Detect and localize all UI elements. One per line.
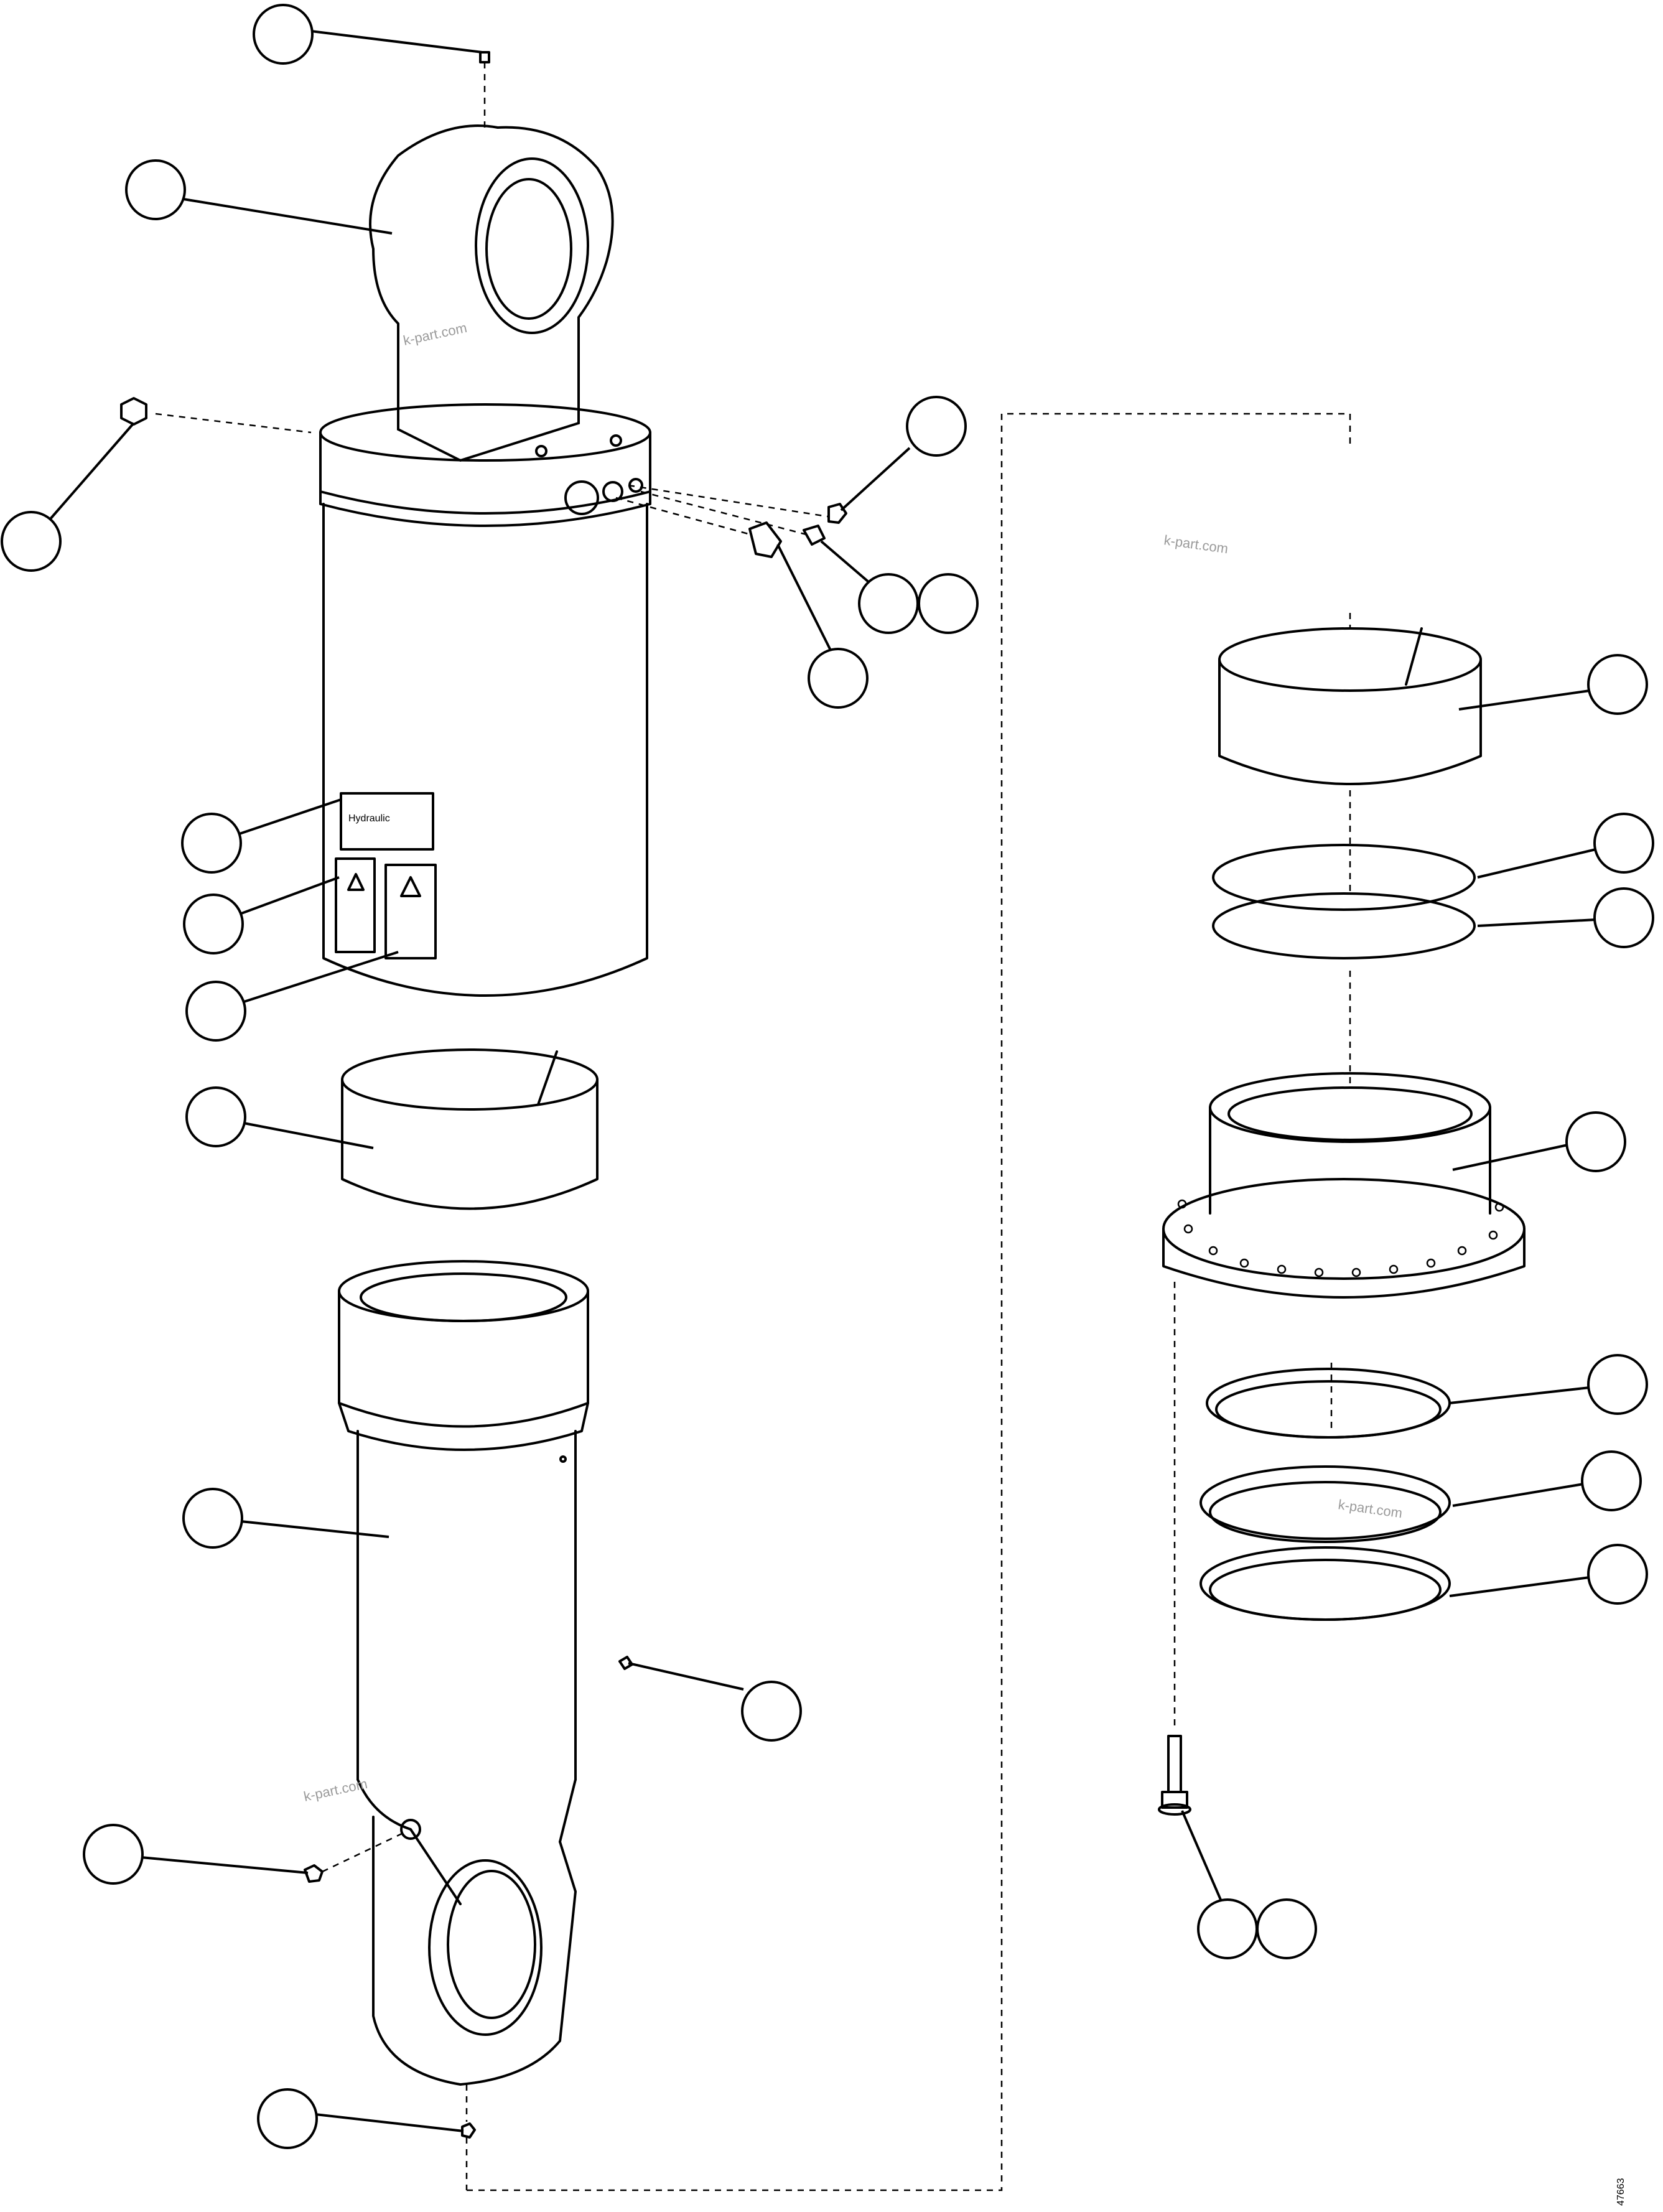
callout-balloon — [182, 1488, 243, 1549]
callout-balloon — [185, 1086, 246, 1147]
callout-balloon — [1, 511, 62, 572]
piston-head — [1162, 971, 1526, 1299]
piston-bushing-left — [341, 1048, 599, 1210]
watermark: k-part.com — [302, 1776, 369, 1804]
watermark: k-part.com — [1337, 1496, 1403, 1521]
callout-balloon — [253, 4, 314, 65]
callout-balloon — [1256, 1898, 1317, 1959]
piston-bushing-right — [1218, 613, 1482, 785]
callout-balloon — [257, 2088, 318, 2149]
callout-balloon — [185, 981, 246, 1042]
callout-balloon — [181, 813, 242, 874]
callout-balloon — [918, 573, 979, 634]
seal-ring-lower-set — [1200, 1363, 1451, 1621]
barrel-port-fittings — [615, 484, 847, 558]
callout-balloon — [183, 894, 244, 954]
bottom-grease-fitting — [461, 413, 1351, 2191]
watermark: k-part.com — [1163, 532, 1229, 556]
callout-balloon — [741, 1681, 802, 1742]
callout-balloon — [1587, 654, 1648, 715]
callout-balloon — [858, 573, 919, 634]
callout-balloon — [808, 648, 869, 709]
callout-balloon — [906, 396, 967, 457]
callout-balloon — [83, 1824, 144, 1885]
cylinder-barrel: Hydraulic — [319, 403, 651, 997]
drawing-code: 47663 — [1616, 2178, 1626, 2206]
decal-brand-text: Hydraulic — [348, 813, 390, 824]
top-grease-fitting — [479, 51, 490, 131]
callout-balloon — [1593, 887, 1654, 948]
lower-port-plug — [304, 1831, 405, 1883]
left-port-plug — [120, 397, 312, 434]
flange-bolt — [1158, 1282, 1191, 1816]
seal-ring-upper — [1212, 790, 1476, 959]
callout-balloons — [1, 4, 1654, 2149]
callout-balloon — [1587, 1544, 1648, 1605]
callout-balloon — [1565, 1111, 1626, 1172]
callout-balloon — [1581, 1450, 1642, 1511]
callout-balloon — [1197, 1898, 1258, 1959]
callout-balloon — [1587, 1354, 1648, 1415]
watermark: k-part.com — [402, 320, 468, 348]
callout-balloon — [1593, 813, 1654, 874]
callout-balloon — [125, 159, 186, 220]
piston-rod-assembly — [338, 1260, 589, 2086]
